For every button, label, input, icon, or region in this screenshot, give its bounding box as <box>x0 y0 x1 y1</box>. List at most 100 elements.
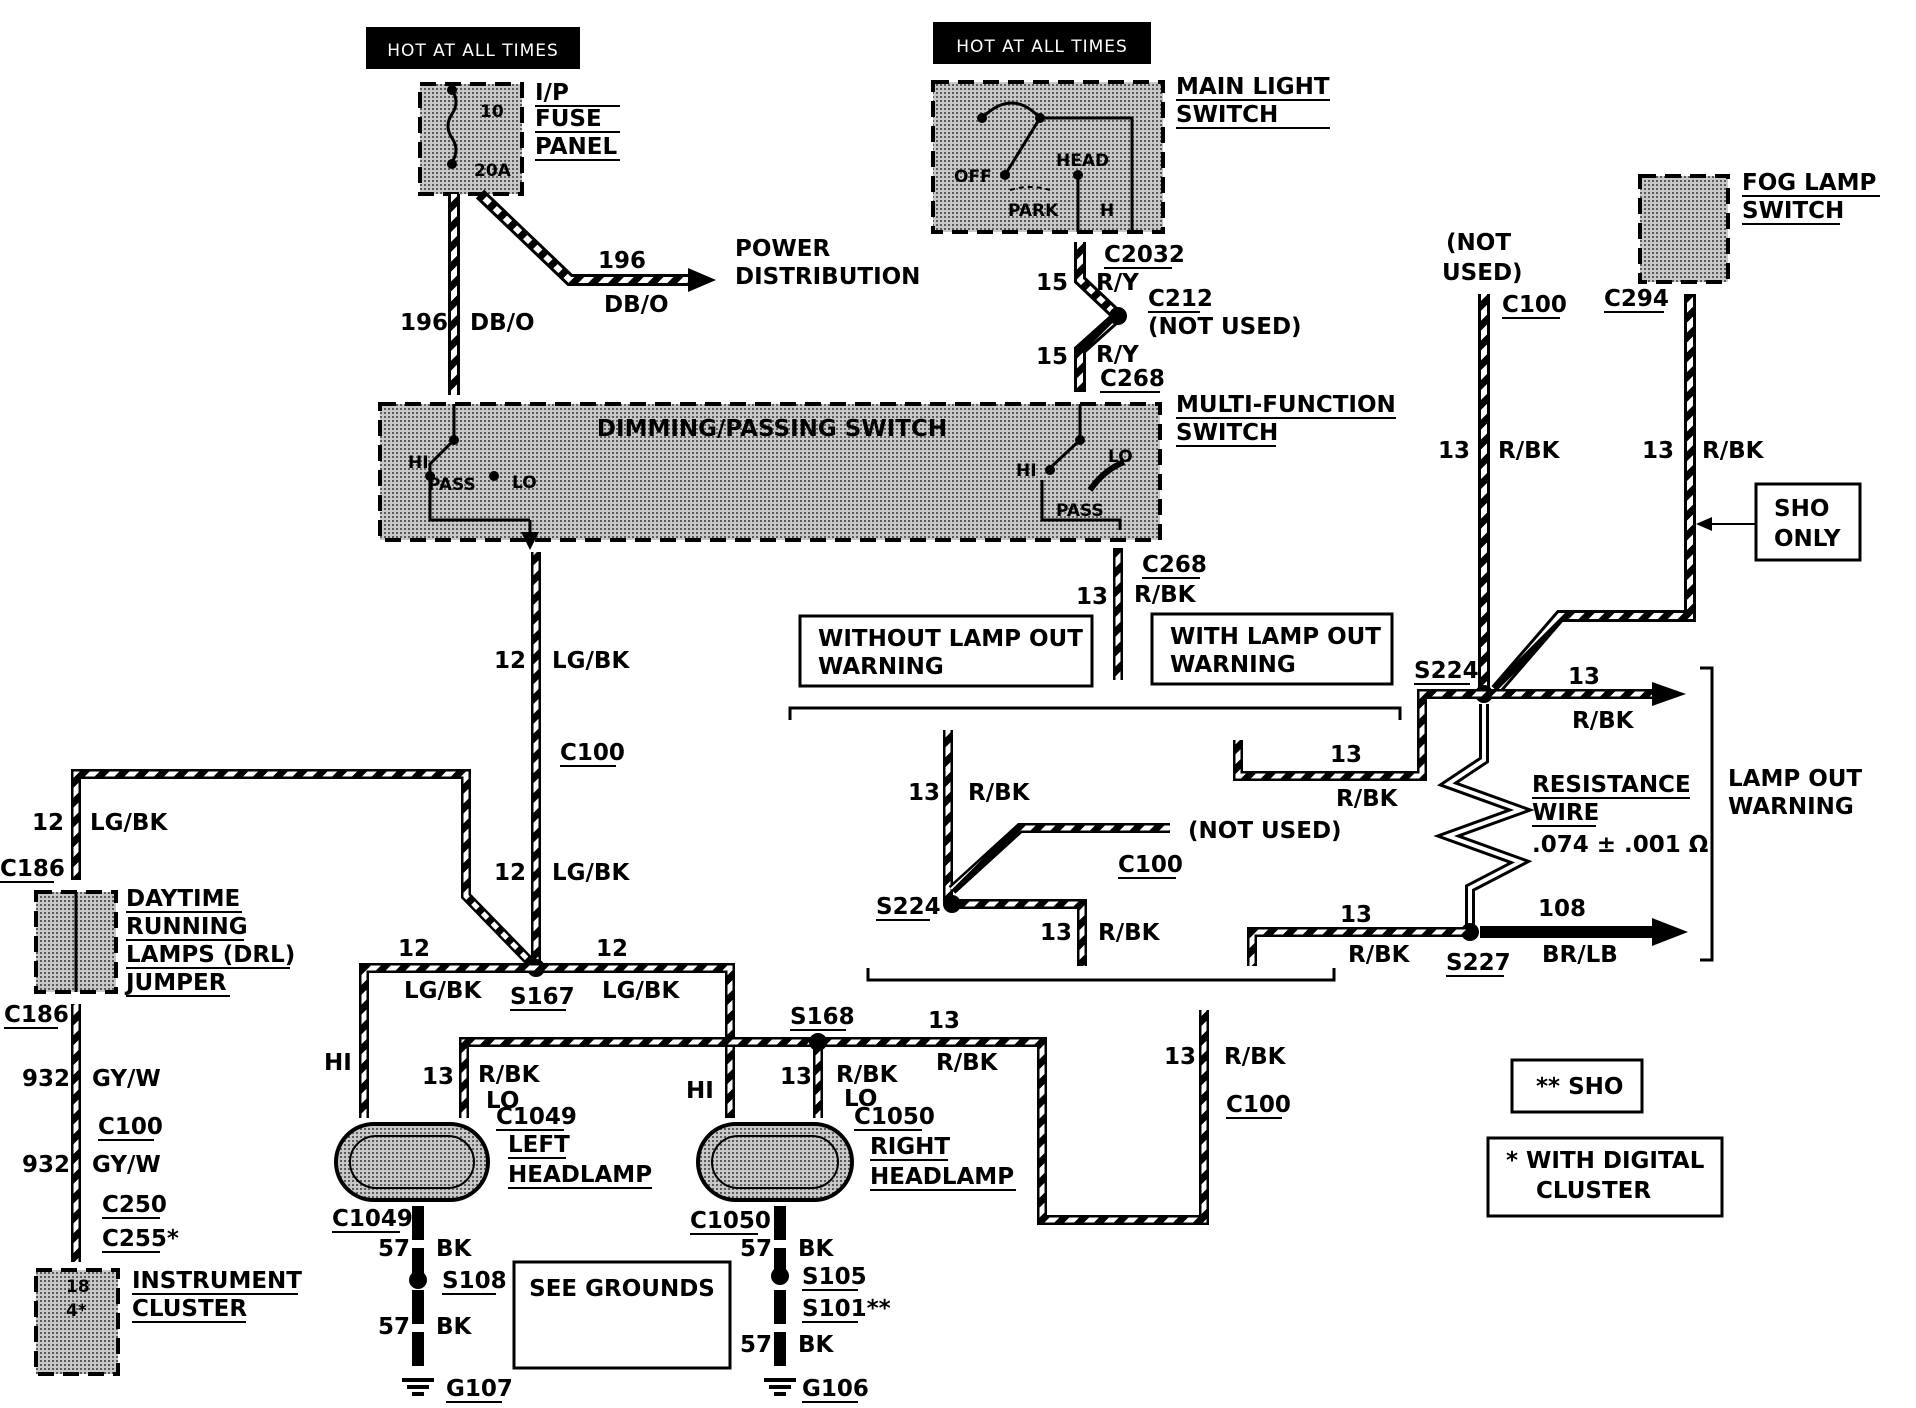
lamp-wire-color: R/BK <box>1572 708 1635 734</box>
fuse-panel-label-2: FUSE <box>535 106 602 132</box>
mf-left-hi: HI <box>408 453 429 473</box>
hot-label-1: HOT AT ALL TIMES <box>387 41 559 61</box>
splice-s224-left: 13 R/BK (NOT USED) C100 S224 13 R/BK <box>876 730 1342 966</box>
power-circuit: 196 <box>598 248 646 274</box>
c100-wire-color: R/BK <box>1498 438 1561 464</box>
not-used-c100-label: (NOT USED) <box>1188 818 1342 844</box>
drl-wire-circuit: 12 <box>32 810 64 836</box>
fog-wire-color: R/BK <box>1702 438 1765 464</box>
main-light-switch-label-1: MAIN LIGHT <box>1176 74 1330 100</box>
lamp-wire-circuit: 13 <box>1568 664 1600 690</box>
mf-left-lo: LO <box>512 473 537 493</box>
not-used-1: (NOT <box>1446 230 1511 256</box>
right-c100-label: C100 <box>1226 1092 1291 1118</box>
power-color: DB/O <box>604 292 669 318</box>
ground-symbol-left <box>402 1378 434 1396</box>
s168-label: S168 <box>790 1004 855 1030</box>
c294-label: C294 <box>1604 286 1669 312</box>
wire108-color: BR/LB <box>1542 942 1618 968</box>
s224-left-wire-circuit: 13 <box>908 780 940 806</box>
right-ground-wire: 57 BK S105 S101** 57 BK G106 <box>740 1206 891 1403</box>
with-lamp-out-box: WITH LAMP OUT WARNING <box>1150 612 1394 686</box>
right-lo-label: LO <box>844 1086 877 1112</box>
c2032-label: C2032 <box>1104 242 1185 268</box>
instrument-cluster-1: INSTRUMENT <box>132 1268 302 1294</box>
splice-s224-right: S224 13 R/BK 13 R/BK <box>1233 658 1686 812</box>
brace-top <box>788 706 1402 720</box>
fuse-panel: 10 20A I/P FUSE PANEL <box>418 80 620 196</box>
power-distribution-2: DISTRIBUTION <box>735 264 920 290</box>
fog-lamp-label-2: SWITCH <box>1742 198 1844 224</box>
g106-label: G106 <box>802 1376 869 1402</box>
brace-bottom <box>866 968 1336 982</box>
c100-drl-label: C100 <box>98 1114 163 1140</box>
splice-s168: S168 13 R/BK LO 13 R/BK LO 13 R/BK 13 R/… <box>422 1004 1291 1225</box>
fuse-wire-circuit: 196 <box>400 310 448 336</box>
left-lo-color: R/BK <box>478 1062 541 1088</box>
fuse-panel-label-3: PANEL <box>535 134 618 160</box>
s167-label: S167 <box>510 984 575 1010</box>
right-lo-circuit: 13 <box>780 1064 812 1090</box>
legend-digital-1: * WITH DIGITAL <box>1506 1148 1705 1174</box>
switch-off: OFF <box>954 167 992 187</box>
right-headlamp-label-2: HEADLAMP <box>870 1164 1014 1190</box>
lamp-out-warning-2: WARNING <box>1728 794 1854 820</box>
c212-label: C212 <box>1148 286 1213 312</box>
left-ground-color-1: BK <box>436 1236 473 1262</box>
splice-s167: 12 LG/BK S167 12 LG/BK HI HI <box>324 936 735 1118</box>
c100-left-label: C100 <box>560 740 625 766</box>
right-lo-color: R/BK <box>836 1062 899 1088</box>
wire108-circuit: 108 <box>1538 896 1586 922</box>
hot-at-all-times-label-fuse: HOT AT ALL TIMES <box>366 27 580 69</box>
wire12-top-circuit: 12 <box>494 648 526 674</box>
right-c100-wire-color: R/BK <box>1224 1044 1287 1070</box>
c250-label: C250 <box>102 1192 167 1218</box>
c268-wire-circuit: 13 <box>1076 584 1108 610</box>
c186-top-label: C186 <box>0 856 65 882</box>
switch-head: HEAD <box>1056 151 1109 171</box>
with-lamp-out-1: WITH LAMP OUT <box>1170 624 1381 650</box>
s167-left-color: LG/BK <box>404 978 482 1004</box>
lamp-out-warning-1: LAMP OUT <box>1728 766 1862 792</box>
sho-only-1: SHO <box>1774 496 1829 522</box>
c100-not-used-connector: C100 <box>1118 852 1183 878</box>
left-ground-circuit-2: 57 <box>378 1314 410 1340</box>
dimming-passing-title: DIMMING/PASSING SWITCH <box>597 416 947 442</box>
main-light-switch-label-2: SWITCH <box>1176 102 1278 128</box>
instrument-cluster: 18 4* INSTRUMENT CLUSTER <box>34 1268 302 1376</box>
drl-label-4: JUMPER <box>124 970 227 996</box>
resistance-label-2: WIRE <box>1532 800 1599 826</box>
switch-h: H <box>1100 201 1114 221</box>
fuse-panel-label-1: I/P <box>535 80 569 106</box>
see-grounds-box: SEE GROUNDS <box>512 1260 732 1370</box>
right-headlamp: C1050 RIGHT HEADLAMP C1050 <box>690 1104 1016 1235</box>
s167-right-circuit: 12 <box>596 936 628 962</box>
not-used-2: USED) <box>1442 260 1523 286</box>
right-headlamp-label-1: RIGHT <box>870 1134 950 1160</box>
fuse-number: 10 <box>480 102 504 122</box>
s168-wire-circuit: 13 <box>928 1008 960 1034</box>
without-lamp-out-2: WARNING <box>818 654 944 680</box>
sho-only-2: ONLY <box>1774 526 1841 552</box>
s224-left-bottom-color: R/BK <box>1098 920 1161 946</box>
instrument-cluster-2: CLUSTER <box>132 1296 247 1322</box>
with-lamp-out-2: WARNING <box>1170 652 1296 678</box>
fuse-amperage: 20A <box>474 161 512 181</box>
right-ground-circuit-1: 57 <box>740 1236 772 1262</box>
drl-label-2: RUNNING <box>126 914 248 940</box>
multi-function-label-2: SWITCH <box>1176 420 1278 446</box>
see-grounds-label: SEE GROUNDS <box>529 1276 715 1302</box>
wire-932-gyw: 932 GY/W C100 932 GY/W C250 C255* <box>22 1004 179 1262</box>
with-lamp-wire-color: R/BK <box>1336 786 1399 812</box>
wire932-color-2: GY/W <box>92 1152 161 1178</box>
right-ground-color-1: BK <box>798 1236 835 1262</box>
wire15-bottom-circuit: 15 <box>1036 344 1068 370</box>
with-lamp-wire-circuit: 13 <box>1330 742 1362 768</box>
fog-wire-circuit: 13 <box>1642 438 1674 464</box>
mf-right-pass: PASS <box>1056 501 1104 521</box>
s227-wire-circuit: 13 <box>1340 902 1372 928</box>
legend-sho-label: ** SHO <box>1536 1074 1623 1100</box>
left-lo-label: LO <box>486 1088 519 1114</box>
s227-label: S227 <box>1446 950 1511 976</box>
hot-label-2: HOT AT ALL TIMES <box>956 37 1128 57</box>
